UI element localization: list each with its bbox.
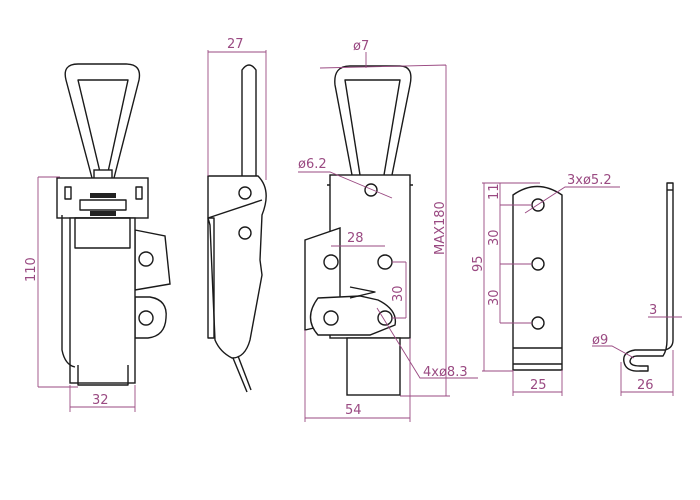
hole-spacing-v-label: 30	[391, 285, 406, 302]
catch-plate-view: 3xø5.2 95 11 30 30 25	[471, 173, 620, 396]
side-view: 27	[207, 37, 267, 393]
catch-width-label: 25	[530, 378, 547, 393]
rear-view: ø7 MAX180 ø6.2 28 30 4xø8.3 54	[298, 39, 478, 422]
front-height-label: 110	[24, 257, 39, 282]
hole-spacing-h-label: 28	[347, 231, 364, 246]
handle-dia-label: ø7	[353, 39, 369, 54]
catch-depth-label: 26	[637, 378, 654, 393]
catch-pitch2-label: 30	[487, 289, 502, 306]
pivot-hole-label: ø6.2	[298, 157, 327, 172]
side-depth-label: 27	[227, 37, 244, 52]
catch-thickness-label: 3	[649, 303, 657, 318]
front-width-label: 32	[92, 393, 109, 408]
catch-top-offset-label: 11	[487, 183, 502, 200]
catch-holes-label: 3xø5.2	[567, 173, 612, 188]
mount-holes-label: 4xø8.3	[423, 365, 468, 380]
catch-height-label: 95	[471, 255, 486, 272]
max-height-label: MAX180	[433, 201, 448, 255]
front-view: 110 32	[24, 63, 171, 412]
rear-width-label: 54	[345, 403, 362, 418]
catch-pitch1-label: 30	[487, 229, 502, 246]
catch-profile-view: 3 ø9 26	[592, 182, 682, 396]
catch-hook-dia-label: ø9	[592, 333, 608, 348]
